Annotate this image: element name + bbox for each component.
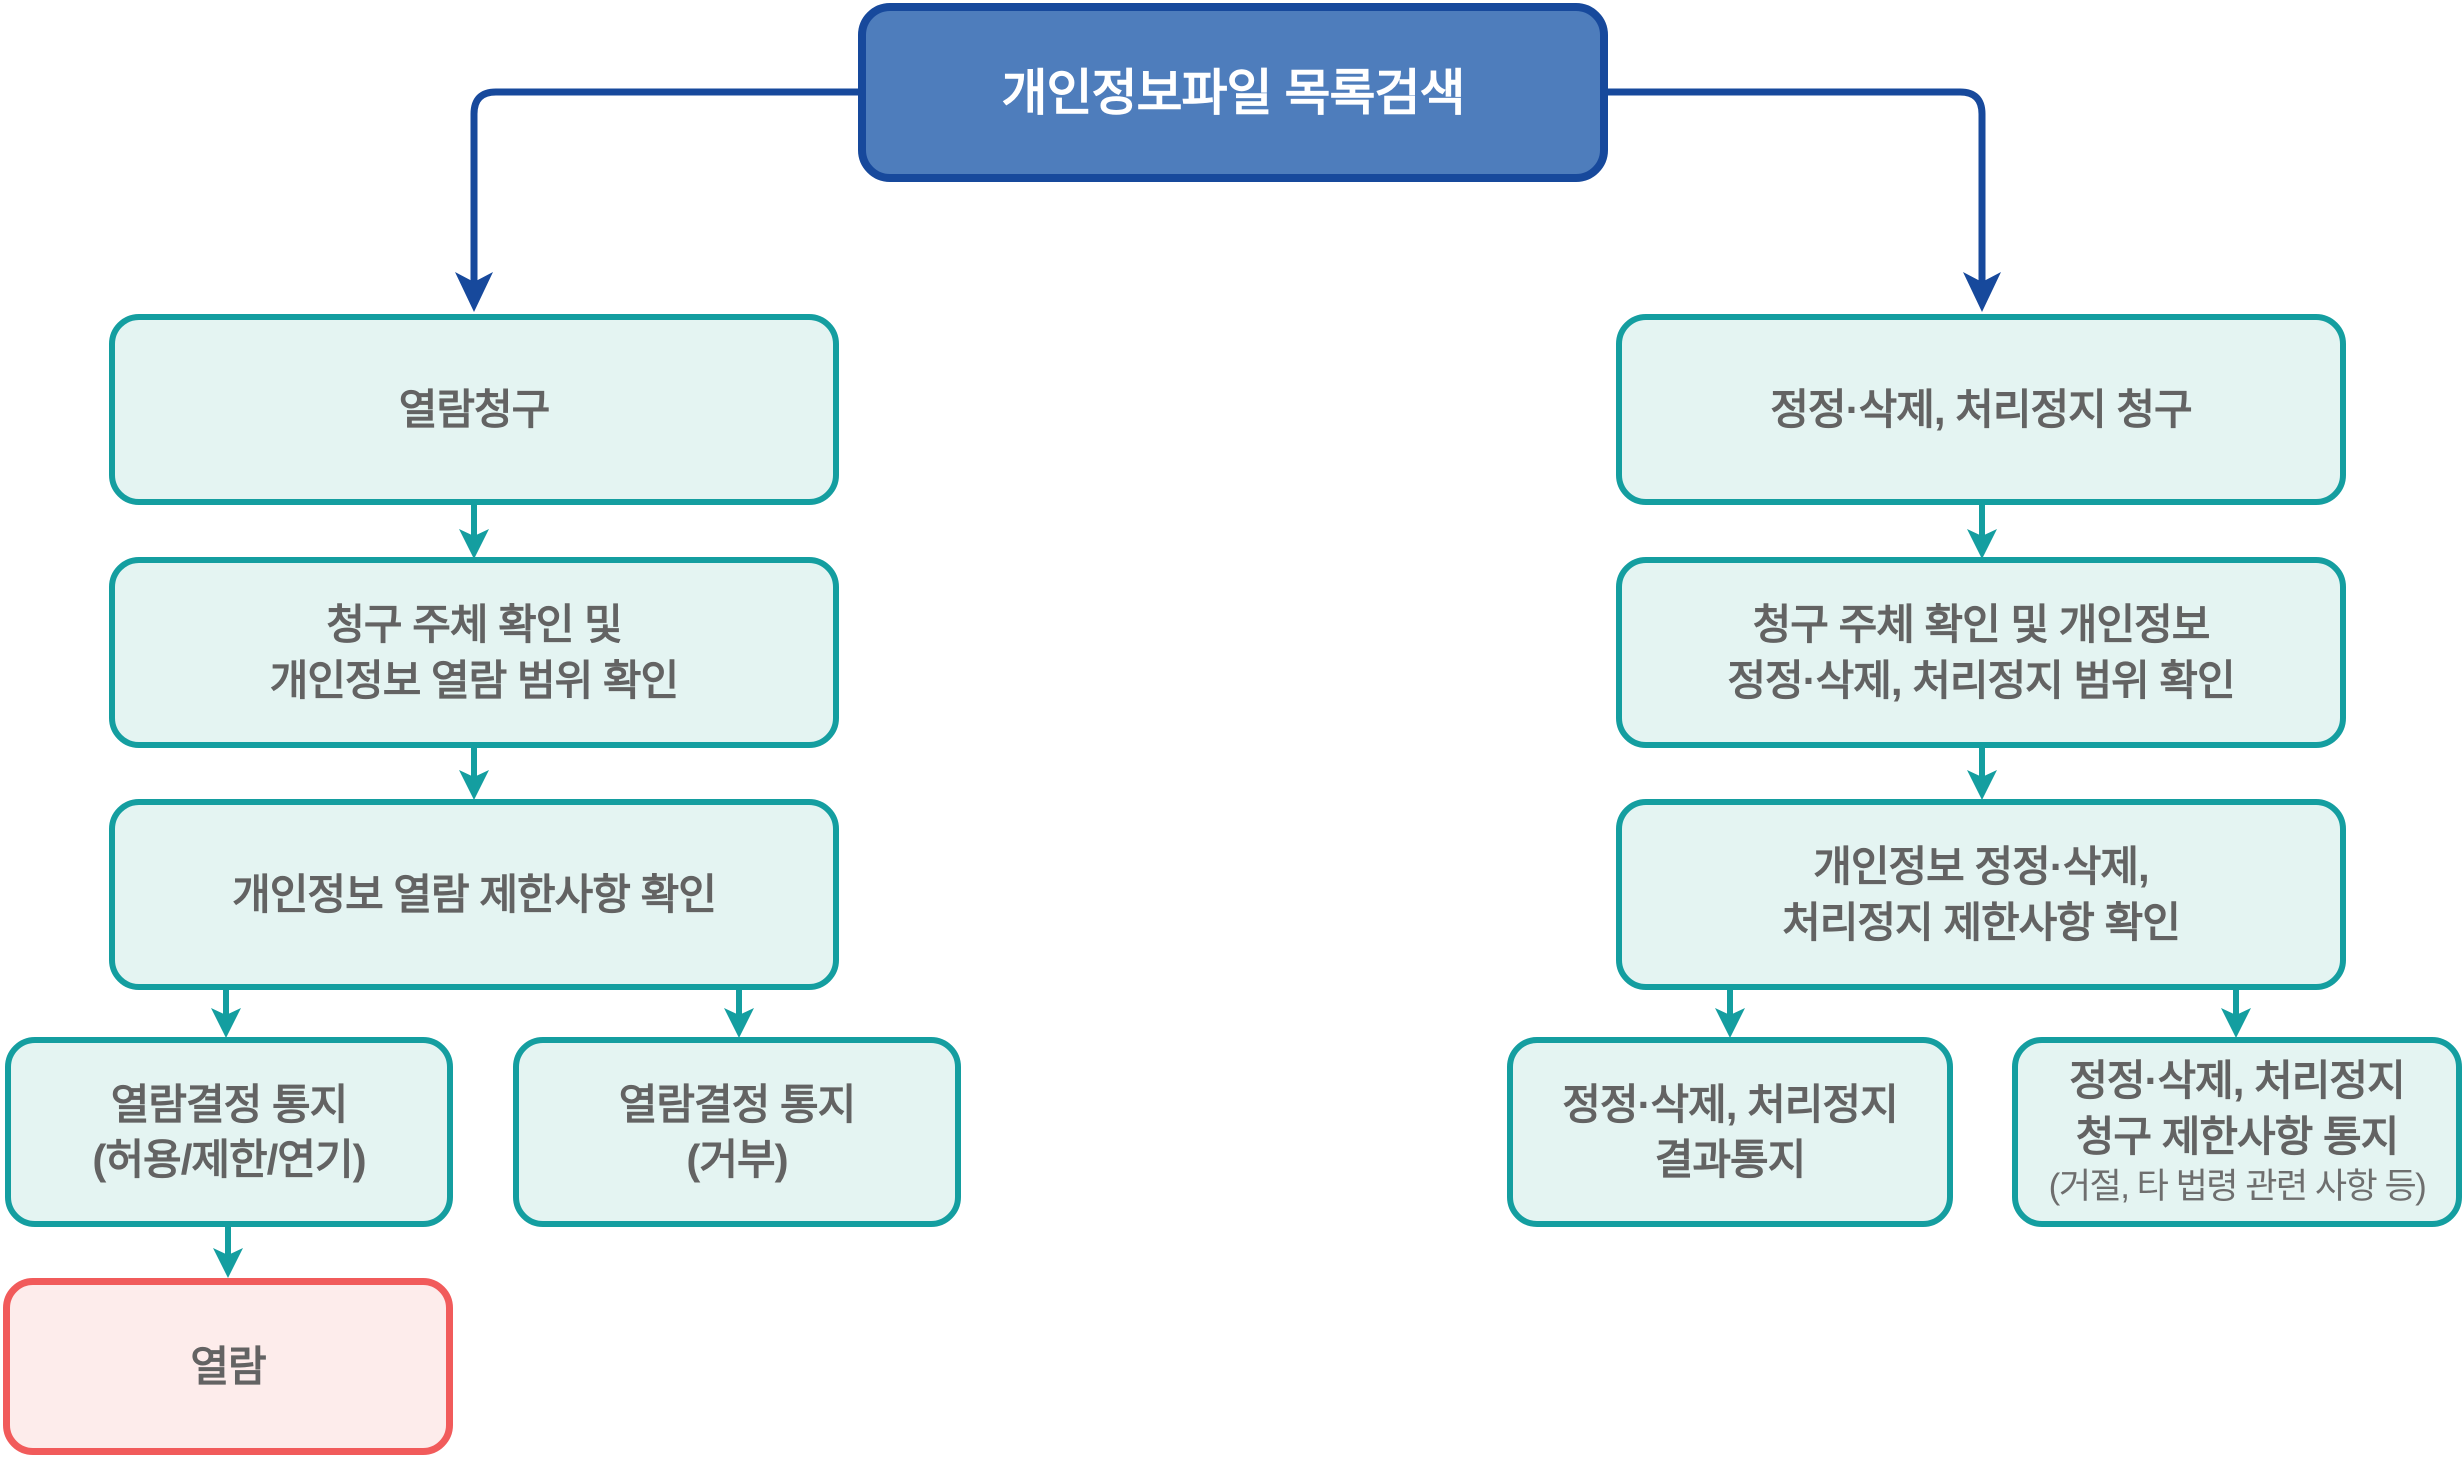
node-label-line1: 청구 주체 확인 및 개인정보 (1752, 601, 2211, 649)
node-label: 열람청구 (398, 385, 551, 433)
node-label-line2: 정정·삭제, 처리정지 범위 확인 (1727, 656, 2235, 704)
node-access-request: 열람청구 (109, 314, 839, 505)
node-label-line2: 처리정지 제한사항 확인 (1782, 898, 2181, 946)
node-access-decision-notice-allow: 열람결정 통지 (허용/제한/연기) (5, 1037, 453, 1227)
arrow-access-verify-to-restrict (459, 748, 489, 800)
node-correction-result-notice: 정정·삭제, 처리정지 결과통지 (1507, 1037, 1953, 1227)
arrow-access-request-to-verify (459, 504, 489, 559)
node-label-line1: 정정·삭제, 처리정지 (1562, 1080, 1898, 1128)
node-label-line2: (거부) (686, 1136, 788, 1183)
node-label-line1: 열람결정 통지 (618, 1080, 857, 1128)
connector-root-to-right (1608, 88, 2001, 312)
node-access-restriction-check: 개인정보 열람 제한사항 확인 (109, 799, 839, 990)
arrow-correction-restrict-to-limit (2221, 990, 2251, 1038)
node-label-line2: 개인정보 열람 범위 확인 (269, 656, 679, 704)
node-label-line3: (거절, 타 법령 관련 사항 등) (2048, 1167, 2427, 1207)
node-correction-restriction-check: 개인정보 정정·삭제, 처리정지 제한사항 확인 (1616, 799, 2346, 990)
node-access-view-final: 열람 (3, 1278, 453, 1455)
arrow-correction-request-to-verify (1967, 504, 1997, 559)
arrow-notice-allow-to-view (213, 1227, 243, 1278)
node-label-line1: 청구 주체 확인 및 (326, 601, 622, 649)
arrow-correction-verify-to-restrict (1967, 748, 1997, 800)
connector-root-to-left (455, 88, 858, 312)
node-label-line1: 정정·삭제, 처리정지 (2069, 1057, 2405, 1105)
arrow-access-restrict-to-notice-allow (211, 990, 241, 1038)
node-label-line2: (허용/제한/연기) (92, 1136, 366, 1183)
node-access-verify-subject-scope: 청구 주체 확인 및 개인정보 열람 범위 확인 (109, 557, 839, 748)
node-label: 개인정보파일 목록검색 (1001, 64, 1466, 121)
node-root-file-list-search: 개인정보파일 목록검색 (858, 3, 1608, 182)
arrow-correction-restrict-to-result (1715, 990, 1745, 1038)
node-label-line1: 개인정보 정정·삭제, (1813, 843, 2149, 891)
node-access-decision-notice-deny: 열람결정 통지 (거부) (513, 1037, 961, 1227)
node-label: 정정·삭제, 처리정지 청구 (1770, 385, 2192, 433)
node-label: 개인정보 열람 제한사항 확인 (232, 870, 717, 918)
node-correction-verify-subject-scope: 청구 주체 확인 및 개인정보 정정·삭제, 처리정지 범위 확인 (1616, 557, 2346, 748)
node-correction-request: 정정·삭제, 처리정지 청구 (1616, 314, 2346, 505)
node-label-line1: 열람결정 통지 (110, 1080, 349, 1128)
arrow-access-restrict-to-notice-deny (724, 990, 754, 1038)
node-correction-limit-notice: 정정·삭제, 처리정지 청구 제한사항 통지 (거절, 타 법령 관련 사항 등… (2012, 1037, 2462, 1227)
node-label-line2: 청구 제한사항 통지 (2075, 1112, 2399, 1160)
node-label: 열람 (190, 1342, 266, 1390)
node-label-line2: 결과통지 (1654, 1136, 1807, 1183)
